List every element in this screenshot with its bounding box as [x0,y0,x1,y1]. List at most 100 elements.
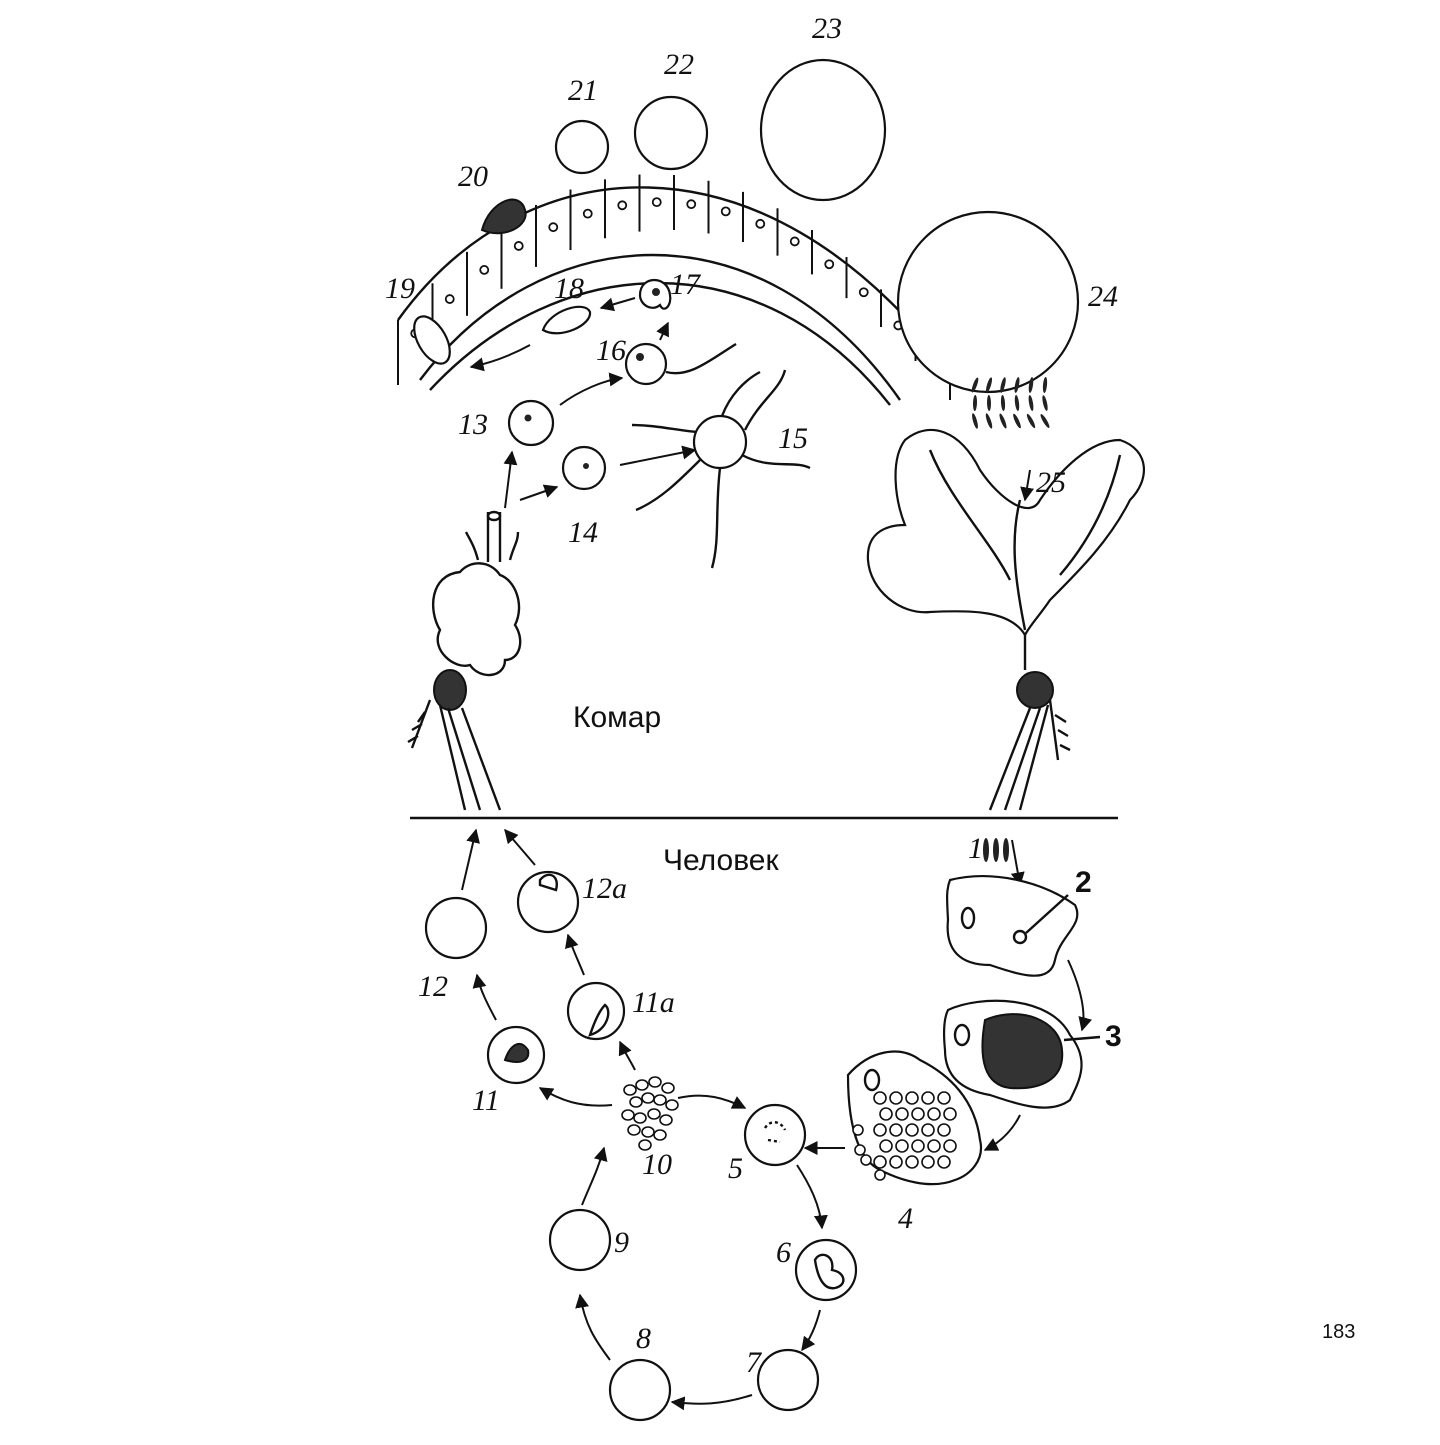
sporozoite [1000,395,1006,411]
stage-13-macrogamete [507,399,555,447]
stage-21-oocyst [554,119,610,175]
stage-7-trophozoite [756,1309,821,1412]
merozoite [921,1123,935,1137]
wall-cell-nucleus [686,199,697,210]
merozoite [641,1092,655,1104]
wall-cell-nucleus [444,294,455,304]
merozoite [635,1079,649,1091]
merozoite [879,1139,893,1153]
label-stage-18: 18 [554,272,584,305]
host-label-mosquito: Комар [573,701,661,734]
wall-cell-nucleus [548,222,559,233]
merozoite [911,1139,925,1153]
wall-cell-nucleus [789,236,800,247]
sporozoite [985,413,993,429]
label-stage-13: 13 [458,408,488,441]
merozoite [860,1154,872,1166]
merozoite [661,1082,675,1094]
merozoite [937,1155,951,1169]
stage-14-microgametocyte [561,445,607,491]
merozoite [874,1169,886,1181]
merozoite [943,1139,957,1153]
sporozoite [1042,395,1048,411]
label-stage-20: 20 [458,160,488,193]
sporozoite [972,395,978,411]
sporozoite [1040,414,1050,428]
merozoite [665,1099,679,1111]
stage-4-merozoites-release [803,1050,1021,1186]
stage-6-ring-stage [794,1164,858,1302]
wall-cell-nucleus [617,200,628,211]
label-stage-25: 25 [1036,466,1066,499]
sporozoite [1000,377,1006,393]
stage-17-zygote [638,279,672,310]
wall-cell-nucleus [513,241,524,251]
label-stage-23: 23 [812,12,842,45]
mosquito-midgut-left [407,510,522,811]
sporozoite [972,413,978,429]
label-stage-10: 10 [642,1148,672,1181]
merozoite [638,1139,652,1151]
merozoite [895,1139,909,1153]
wall-cell-nucleus [720,206,731,217]
merozoite [852,1124,864,1136]
merozoite [653,1129,667,1141]
merozoite [943,1107,957,1121]
merozoite [641,1126,655,1138]
merozoite [905,1091,919,1105]
stage-25-salivary-gland [866,428,1145,811]
merozoite [879,1107,893,1121]
mosquito-arrows [469,297,1034,509]
stage-18-ookinete [541,305,592,335]
merozoite [633,1112,647,1124]
wall-cell-nucleus [858,287,869,298]
label-stage-2: 2 [1075,866,1092,899]
stage-11-gametocyte-young [472,973,546,1085]
label-stage-8: 8 [636,1322,651,1355]
stage-3-liver-schizont [942,959,1101,1109]
label-stage-11: 11 [472,1084,500,1117]
merozoite [647,1108,661,1120]
merozoite [889,1091,903,1105]
page-number: 183 [1322,1321,1355,1343]
label-stage-21: 21 [568,74,598,107]
stage-22-oocyst [633,95,709,171]
wall-cell-nucleus [824,259,835,270]
label-stage-5: 5 [728,1152,743,1185]
merozoite [629,1096,643,1108]
label-stage-12: 12 [418,970,448,1003]
sporozoite [985,377,993,393]
merozoite [937,1123,951,1137]
stage-1-sporozoites [983,838,1025,887]
merozoite [927,1107,941,1121]
label-stage-12a: 12a [582,872,627,905]
label-stage-16: 16 [596,334,626,367]
stage-12-macrogametocyte [424,828,488,960]
merozoite [854,1144,866,1156]
stage-23-mature-oocyst [759,58,887,202]
merozoite [921,1155,935,1169]
merozoite [937,1091,951,1105]
merozoite [873,1155,887,1169]
merozoite [895,1107,909,1121]
merozoite [653,1094,667,1106]
label-stage-19: 19 [385,272,415,305]
merozoite [873,1123,887,1137]
stage-11a-gametocyte-young [565,933,626,1041]
label-stage-22: 22 [664,48,694,81]
stage-16-fertilization [624,342,737,386]
wall-cell-nucleus [582,208,593,219]
label-stage-15: 15 [778,422,808,455]
sporozoite [1014,377,1020,393]
label-stage-11a: 11a [632,986,675,1019]
label-stage-24: 24 [1088,280,1118,313]
stage-20-young-oocyst [480,198,527,235]
sporozoite [1026,413,1036,429]
label-stage-9: 9 [614,1226,629,1259]
merozoite [905,1155,919,1169]
merozoite [921,1091,935,1105]
wall-cell-nucleus [651,197,662,208]
sporozoite [971,377,979,393]
label-stage-3: 3 [1105,1020,1122,1053]
